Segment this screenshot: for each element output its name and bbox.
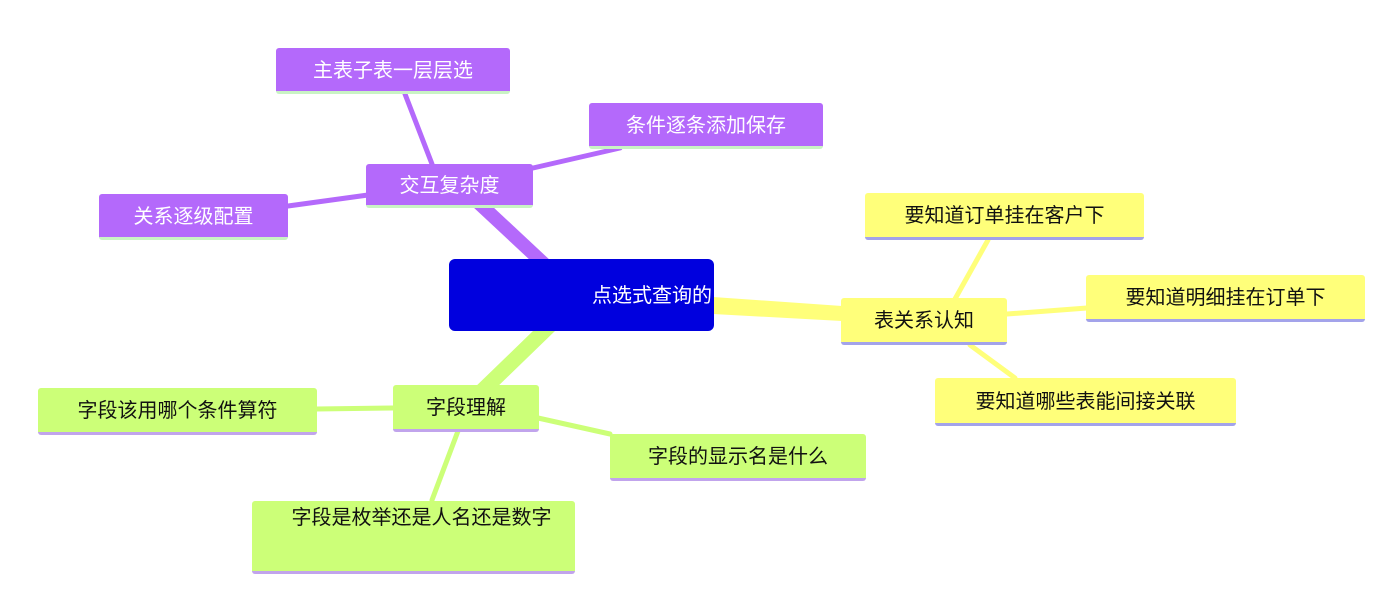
interaction-child-1-label: 主表子表一层层选 xyxy=(313,57,473,82)
edge-fields-sub3 xyxy=(429,428,461,503)
fields-child-1[interactable]: 字段该用哪个条件算符 xyxy=(38,388,317,435)
interaction-child-3-label: 关系逐级配置 xyxy=(133,203,254,228)
edge-interaction-sub3 xyxy=(285,192,371,209)
relations-child-1[interactable]: 要知道订单挂在客户下 xyxy=(865,193,1144,240)
branch-interaction-label: 交互复杂度 xyxy=(399,172,500,197)
edge-fields-sub2 xyxy=(535,415,613,437)
fields-child-1-label: 字段该用哪个条件算符 xyxy=(77,398,278,422)
edge-center-relations xyxy=(713,297,842,321)
interaction-child-2[interactable]: 条件逐条添加保存 xyxy=(589,103,823,149)
interaction-child-3[interactable]: 关系逐级配置 xyxy=(99,194,288,240)
relations-child-2[interactable]: 要知道明细挂在订单下 xyxy=(1086,275,1365,322)
edge-relations-sub2 xyxy=(1004,305,1090,317)
branch-interaction-node[interactable]: 交互复杂度 xyxy=(366,164,533,208)
edge-relations-sub3 xyxy=(967,342,1018,381)
interaction-child-1[interactable]: 主表子表一层层选 xyxy=(276,48,510,94)
edge-fields-sub1 xyxy=(313,405,396,412)
edge-relations-sub1 xyxy=(952,237,991,302)
center-node-label: 点选式查询的 xyxy=(592,283,712,307)
edge-interaction-sub2 xyxy=(530,145,623,171)
fields-child-3[interactable]: 字段是枚举还是人名还是数字 xyxy=(252,501,575,574)
interaction-child-2-label: 条件逐条添加保存 xyxy=(626,112,786,137)
relations-child-2-label: 要知道明细挂在订单下 xyxy=(1125,285,1326,309)
relations-child-1-label: 要知道订单挂在客户下 xyxy=(904,203,1105,227)
relations-child-3[interactable]: 要知道哪些表能间接关联 xyxy=(935,378,1236,426)
branch-relations-label: 表关系认知 xyxy=(874,308,974,332)
edge-center-fields xyxy=(470,330,556,392)
fields-child-3-label: 字段是枚举还是人名还是数字 xyxy=(291,505,552,529)
edge-interaction-sub1 xyxy=(402,91,435,167)
fields-child-2-label: 字段的显示名是什么 xyxy=(648,444,828,468)
center-node[interactable]: 点选式查询的 xyxy=(449,259,714,331)
branch-relations-node[interactable]: 表关系认知 xyxy=(841,298,1007,345)
branch-fields-label: 字段理解 xyxy=(426,395,506,419)
edge-center-interaction xyxy=(472,206,552,262)
branch-fields-node[interactable]: 字段理解 xyxy=(393,385,539,432)
relations-child-3-label: 要知道哪些表能间接关联 xyxy=(975,388,1196,413)
fields-child-2[interactable]: 字段的显示名是什么 xyxy=(610,434,866,481)
